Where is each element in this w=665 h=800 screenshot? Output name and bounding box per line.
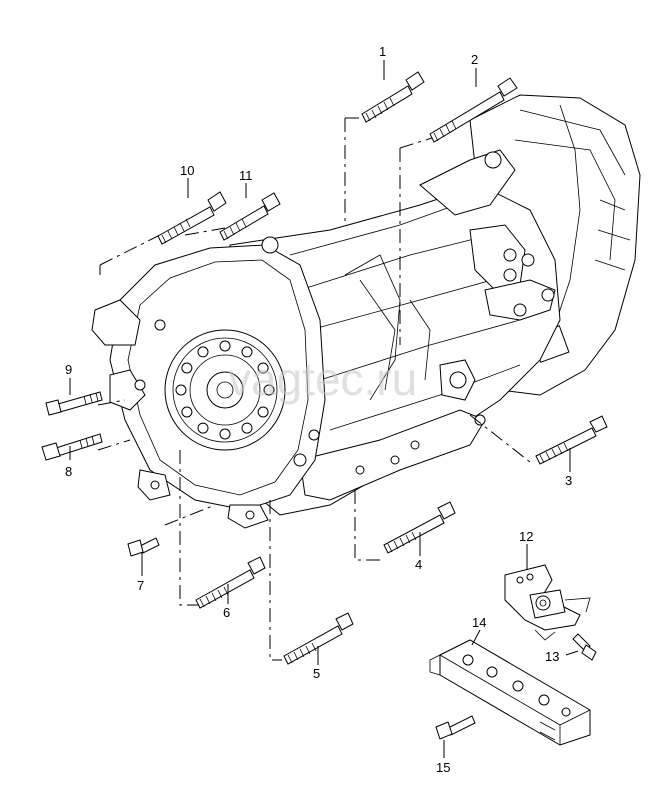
callout-15: 15 — [436, 760, 450, 775]
callout-2: 2 — [471, 52, 478, 67]
bolt-2 — [429, 77, 518, 143]
callout-4: 4 — [415, 557, 422, 572]
flexplate-bolt — [197, 422, 209, 434]
callout-12: 12 — [519, 529, 533, 544]
flexplate-bolt — [219, 340, 231, 352]
bolt-1 — [361, 71, 425, 123]
flexplate-bolt — [257, 362, 269, 374]
watermark: vagtec.ru — [228, 353, 417, 405]
bell-housing — [91, 236, 326, 529]
callout-9: 9 — [65, 362, 72, 377]
flexplate-bolt — [181, 406, 193, 418]
callout-10: 10 — [180, 163, 194, 178]
crossmember — [429, 639, 591, 746]
bolt-6 — [195, 556, 266, 609]
flexplate-bolt — [257, 406, 269, 418]
flexplate-bolt — [219, 428, 231, 440]
flexplate-bolt — [241, 346, 253, 358]
bolt-15 — [435, 715, 476, 740]
flexplate-bolt — [241, 422, 253, 434]
callout-1: 1 — [379, 44, 386, 59]
bolt-10 — [157, 191, 227, 245]
bolt-9 — [45, 391, 103, 416]
callout-11: 11 — [239, 168, 253, 183]
callout-6: 6 — [223, 605, 230, 620]
leader-lines — [97, 117, 531, 661]
callout-13: 13 — [545, 649, 559, 664]
callout-numbers: 1 2 10 11 9 8 3 4 7 6 5 12 13 14 15 — [65, 44, 572, 775]
bolt-13 — [572, 633, 597, 661]
callout-3: 3 — [565, 473, 572, 488]
mount-bracket — [504, 564, 591, 641]
bolts — [41, 71, 608, 740]
bolt-3 — [535, 415, 608, 465]
flexplate-bolt — [181, 362, 193, 374]
flexplate-bolt — [175, 384, 187, 396]
flexplate-bolt — [263, 384, 275, 396]
callout-7: 7 — [137, 578, 144, 593]
callout-14: 14 — [472, 615, 486, 630]
callout-8: 8 — [65, 464, 72, 479]
bolt-11 — [219, 192, 281, 241]
bolt-7 — [127, 537, 160, 557]
bolt-5 — [283, 612, 354, 665]
callout-5: 5 — [313, 666, 320, 681]
flexplate-bolt — [197, 346, 209, 358]
bolt-8 — [41, 433, 103, 461]
bolt-4 — [383, 501, 456, 554]
callout-leaders — [69, 60, 579, 758]
